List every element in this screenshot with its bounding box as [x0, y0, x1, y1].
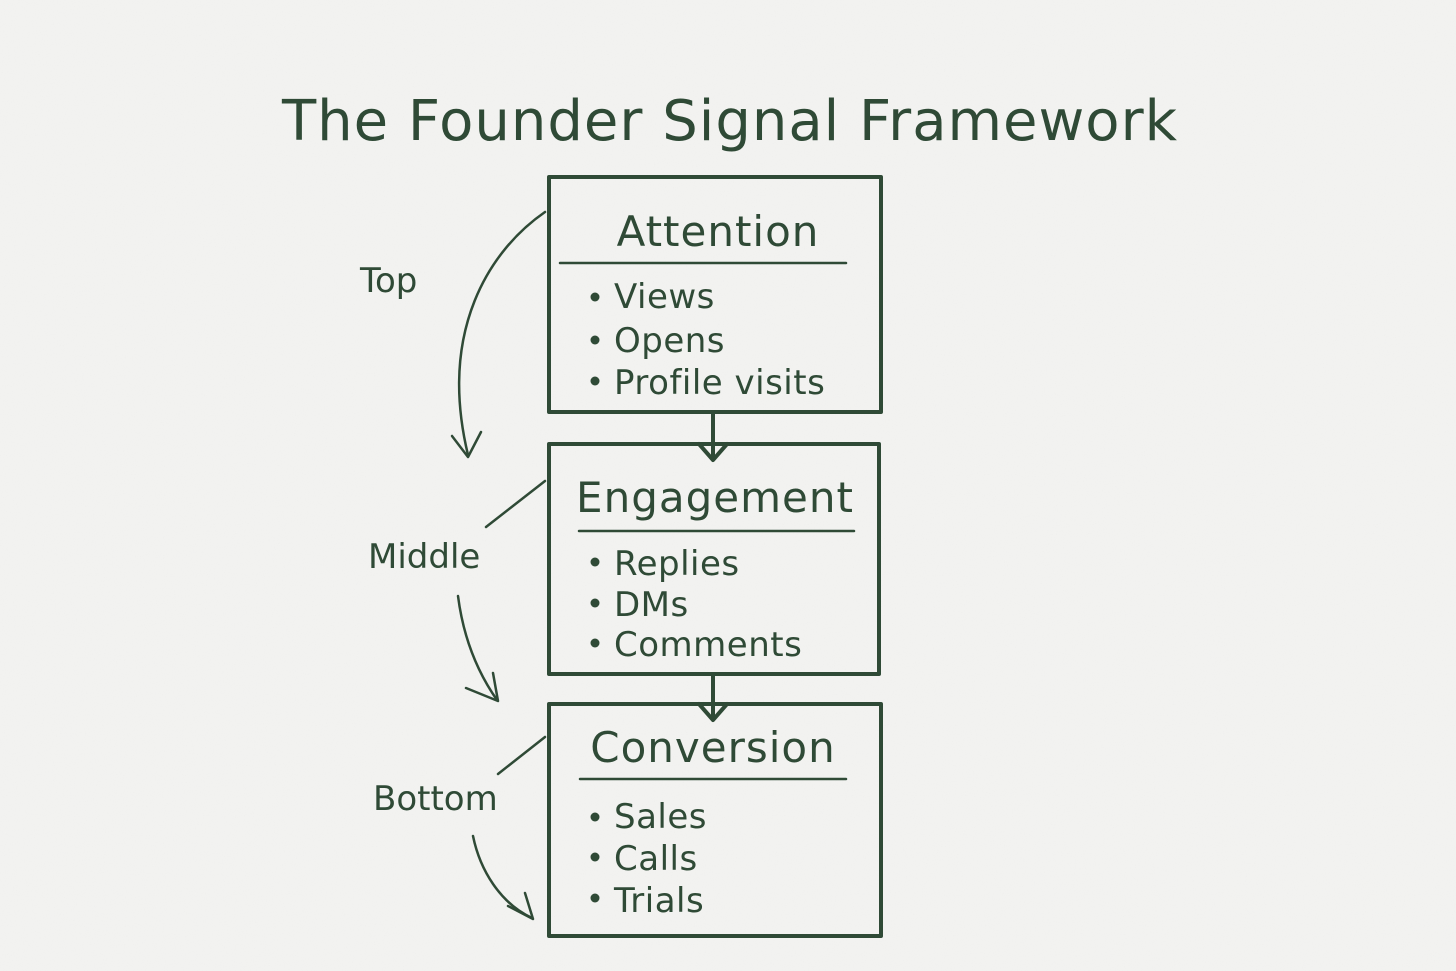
engagement-item-3: Comments: [614, 625, 802, 665]
engagement-bullet-2: [590, 598, 600, 608]
side-arrow-top: [458, 210, 547, 457]
side-arrow-bottom-head: [506, 891, 535, 921]
side-arrow-top-head: [450, 430, 483, 459]
stage-attention: Attention Views Opens Profile visits: [547, 175, 883, 414]
side-arrow-middle: [456, 594, 499, 702]
side-tick-middle: [484, 479, 547, 529]
diagram-title: The Founder Signal Framework: [281, 89, 1178, 154]
attention-bullet-1: [590, 292, 600, 302]
side-label-bottom: Bottom: [373, 779, 498, 819]
conversion-bullet-3: [590, 893, 600, 903]
side-label-middle-group: Middle: [368, 479, 547, 703]
conversion-item-3: Trials: [613, 881, 704, 921]
engagement-item-2: DMs: [614, 585, 689, 625]
side-arrow-middle-head: [464, 671, 500, 703]
connector-arrow-1: [697, 411, 729, 462]
side-label-top: Top: [359, 261, 417, 301]
engagement-bullet-3: [590, 638, 600, 648]
side-label-middle: Middle: [368, 537, 480, 577]
connector-arrow-2: [697, 673, 729, 722]
conversion-title: Conversion: [590, 723, 835, 772]
attention-item-1: Views: [614, 277, 715, 317]
attention-box: [547, 175, 883, 414]
conversion-item-2: Calls: [614, 839, 698, 879]
conversion-item-1: Sales: [614, 797, 707, 837]
side-tick-bottom: [496, 735, 547, 776]
conversion-bullet-1: [590, 812, 600, 822]
attention-item-3: Profile visits: [614, 363, 825, 403]
side-label-bottom-group: Bottom: [373, 735, 547, 921]
connector-2-head: [697, 702, 729, 722]
connector-1-head: [697, 442, 729, 462]
attention-title: Attention: [617, 207, 820, 256]
attention-bullet-2: [590, 335, 600, 345]
engagement-title: Engagement: [576, 473, 854, 522]
engagement-bullet-1: [590, 557, 600, 567]
stage-conversion: Conversion Sales Calls Trials: [547, 702, 883, 938]
engagement-item-1: Replies: [614, 544, 740, 584]
conversion-bullet-2: [590, 852, 600, 862]
side-label-top-group: Top: [359, 210, 547, 459]
attention-item-2: Opens: [614, 321, 725, 361]
conversion-box: [547, 702, 883, 938]
attention-bullet-3: [590, 376, 600, 386]
stage-engagement: Engagement Replies DMs Comments: [547, 442, 881, 676]
